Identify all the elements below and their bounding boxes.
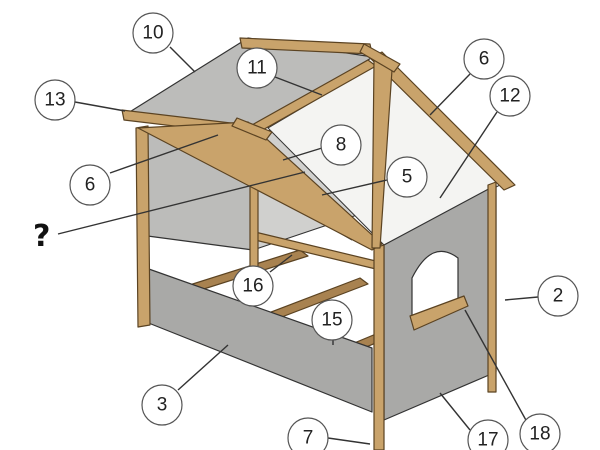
question-mark: ? bbox=[33, 219, 50, 254]
callout-2-label: 2 bbox=[553, 286, 564, 307]
callout-6-left-label: 6 bbox=[85, 175, 96, 196]
window-sill-18 bbox=[409, 295, 469, 331]
leader-6b bbox=[109, 134, 219, 174]
rafter-front-left bbox=[137, 121, 383, 251]
leader-12 bbox=[439, 111, 498, 199]
callout-3: 3 bbox=[141, 384, 183, 426]
callout-18: 18 bbox=[519, 413, 561, 450]
leader-7 bbox=[327, 437, 371, 445]
front-left-post bbox=[135, 125, 151, 328]
leader-2 bbox=[504, 296, 539, 301]
callout-3-label: 3 bbox=[157, 395, 168, 416]
callout-8-label: 8 bbox=[336, 135, 347, 156]
callout-13-label: 13 bbox=[44, 90, 65, 111]
front-right-post bbox=[373, 244, 385, 450]
callout-17: 17 bbox=[467, 419, 509, 450]
front-ridge-end bbox=[231, 117, 273, 141]
leader-18 bbox=[464, 309, 528, 423]
callout-18-label: 18 bbox=[529, 424, 550, 445]
callout-10-label: 10 bbox=[142, 23, 163, 44]
callout-10: 10 bbox=[132, 12, 174, 54]
callout-5-label: 5 bbox=[402, 167, 413, 188]
callout-6-top-label: 6 bbox=[479, 49, 490, 70]
callout-11: 11 bbox=[236, 47, 278, 89]
callout-12-label: 12 bbox=[499, 86, 520, 107]
leader-17 bbox=[439, 392, 471, 431]
rear-right-post bbox=[487, 181, 497, 393]
callout-13: 13 bbox=[34, 79, 76, 121]
callout-17-label: 17 bbox=[477, 430, 498, 450]
leader-11 bbox=[274, 76, 323, 96]
callout-2: 2 bbox=[537, 275, 579, 317]
leader-6a bbox=[429, 73, 471, 116]
callout-6-top: 6 bbox=[463, 38, 505, 80]
callout-7: 7 bbox=[287, 417, 329, 450]
leader-question bbox=[57, 171, 306, 235]
callout-15: 15 bbox=[311, 299, 353, 341]
window-arch bbox=[411, 250, 459, 317]
callout-7-label: 7 bbox=[303, 428, 314, 449]
callout-15-label: 15 bbox=[321, 310, 342, 331]
ridge-end bbox=[359, 43, 401, 73]
callout-5: 5 bbox=[386, 156, 428, 198]
leader-13 bbox=[74, 101, 126, 112]
callout-11-label: 11 bbox=[247, 58, 267, 79]
leader-8 bbox=[282, 147, 323, 161]
callout-16-label: 16 bbox=[242, 276, 263, 297]
leader-10 bbox=[169, 46, 196, 73]
callout-16: 16 bbox=[232, 265, 274, 307]
leader-16 bbox=[269, 254, 293, 273]
callout-8: 8 bbox=[320, 124, 362, 166]
callout-12: 12 bbox=[489, 75, 531, 117]
callout-6-left: 6 bbox=[69, 164, 111, 206]
leader-3 bbox=[177, 344, 229, 391]
leader-5 bbox=[321, 179, 388, 196]
